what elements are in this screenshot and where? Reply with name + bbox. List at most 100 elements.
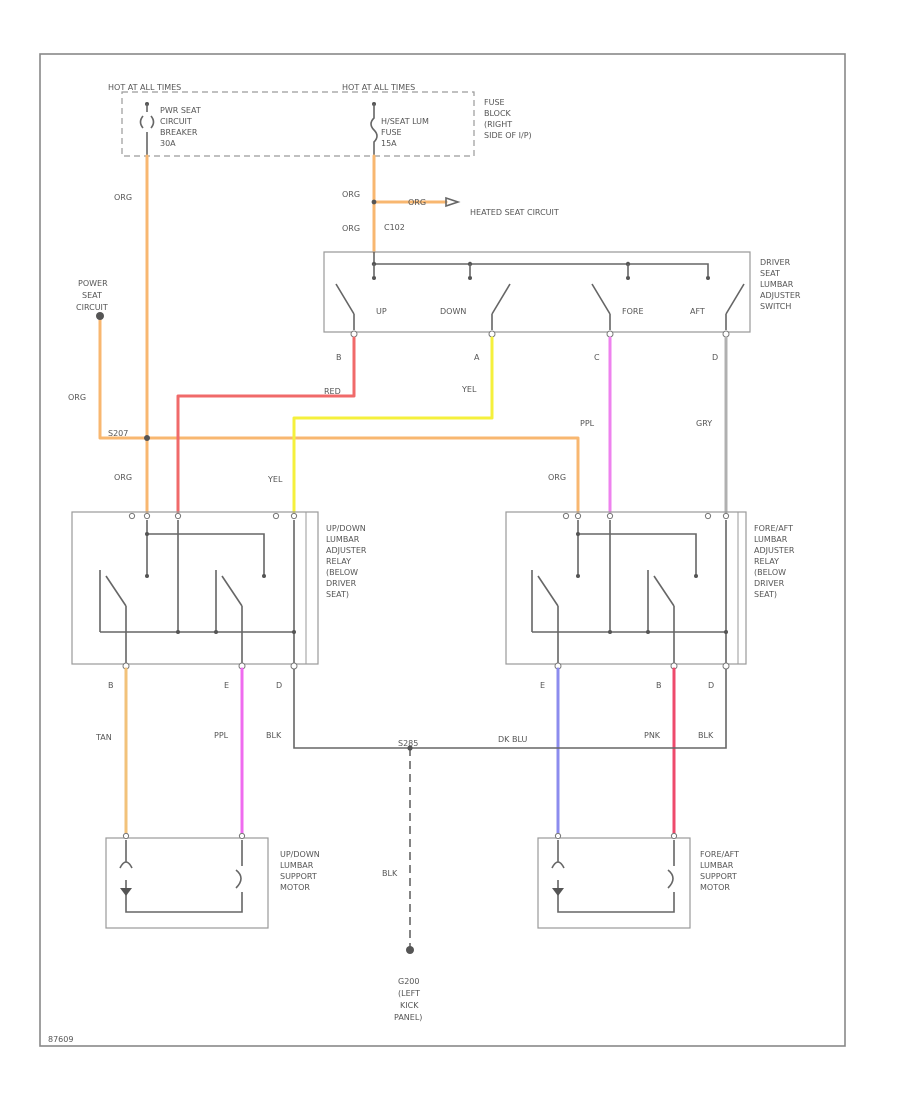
- motor-foreaft-label-1: FORE/AFT: [700, 850, 739, 859]
- relay-updown-outline: [71, 511, 319, 665]
- motor-updown-label-2: LUMBAR: [280, 861, 314, 870]
- wire-yel: [292, 336, 494, 514]
- switch-bus: [373, 252, 709, 276]
- power-seat-label-2: SEAT: [82, 291, 102, 300]
- relay-foreaft-label-7: SEAT): [754, 590, 777, 599]
- breaker-symbol: [139, 104, 155, 155]
- switch-up-label: UP: [376, 307, 387, 316]
- switch-aft-blade: [725, 283, 745, 330]
- wire-blk-ground-bus: [293, 669, 727, 749]
- switch-pin-b: [350, 330, 358, 338]
- wire-label-blk-3: BLK: [382, 869, 398, 878]
- breaker-name-3: BREAKER: [160, 128, 198, 137]
- relay-foreaft-label-5: (BELOW: [754, 568, 786, 577]
- relay-updown-pin-e-label: E: [224, 681, 229, 690]
- splice-s207-label: S207: [108, 429, 128, 438]
- switch-name-2: SEAT: [760, 269, 780, 278]
- lumbar-switch-outline: [323, 251, 751, 333]
- fuse-right-header: HOT AT ALL TIMES: [342, 83, 415, 92]
- relay-updown-label-4: RELAY: [326, 557, 351, 566]
- wire-label-dk-blu: DK BLU: [498, 735, 527, 744]
- relay-updown-top-pin-1: [128, 512, 136, 520]
- switch-up-contact: [372, 276, 376, 280]
- relay-updown-blades: [105, 575, 243, 664]
- wire-org-power-seat-circuit: [98, 316, 149, 440]
- ground-g200-terminal: [406, 946, 414, 954]
- motor-foreaft-pin-2: [670, 832, 678, 840]
- motor-updown-pin-2: [238, 832, 246, 840]
- motor-updown-label-4: MOTOR: [280, 883, 310, 892]
- motor-foreaft-label-4: MOTOR: [700, 883, 730, 892]
- wire-label-blk-2: BLK: [698, 731, 714, 740]
- relay-foreaft-label-6: DRIVER: [754, 579, 785, 588]
- motor-updown-internal: [119, 840, 243, 913]
- fuse-name-1: H/SEAT LUM: [381, 117, 429, 126]
- relay-updown-label-1: UP/DOWN: [326, 524, 366, 533]
- wire-label-ppl: PPL: [580, 419, 595, 428]
- switch-name-5: SWITCH: [760, 302, 791, 311]
- switch-pin-d-label: D: [712, 353, 718, 362]
- relay-updown-contact-2: [262, 574, 266, 578]
- motor-foreaft-outline: [537, 837, 691, 929]
- switch-pin-b-label: B: [336, 353, 342, 362]
- wire-label-red: RED: [324, 387, 341, 396]
- breaker-name-1: PWR SEAT: [160, 106, 201, 115]
- wire-label-yel: YEL: [461, 385, 477, 394]
- relay-updown-node-2: [176, 630, 180, 634]
- relay-updown-pin-d: [290, 662, 298, 670]
- relay-foreaft-label-3: ADJUSTER: [754, 546, 795, 555]
- wire-label-org-5: ORG: [68, 393, 86, 402]
- relay-updown-pin-b-label: B: [108, 681, 114, 690]
- power-seat-label-1: POWER: [78, 279, 108, 288]
- splice-s207-node: [144, 435, 150, 441]
- relay-foreaft-node-3: [646, 630, 650, 634]
- switch-pin-c-label: C: [594, 353, 600, 362]
- relay-foreaft-top-pin-1: [562, 512, 570, 520]
- relay-foreaft-label-4: RELAY: [754, 557, 779, 566]
- relay-foreaft-node-4: [724, 630, 728, 634]
- relay-foreaft-internal: [531, 520, 727, 664]
- breaker-rating: 30A: [160, 139, 176, 148]
- relay-updown-node-4: [292, 630, 296, 634]
- relay-updown-top-pin-2: [143, 512, 151, 520]
- relay-updown-label-6: DRIVER: [326, 579, 357, 588]
- fuse-block-label-2: BLOCK: [484, 109, 512, 118]
- motor-foreaft-thermal-icon: [552, 888, 564, 896]
- motor-updown-thermal-icon: [120, 888, 132, 896]
- switch-bus-drops: [373, 264, 629, 276]
- ground-label-1: G200: [398, 977, 419, 986]
- diagram-frame: [39, 53, 846, 1047]
- power-seat-label-3: CIRCUIT: [76, 303, 108, 312]
- switch-aft-label: AFT: [690, 307, 705, 316]
- fuse-block-label-4: SIDE OF I/P): [484, 131, 532, 140]
- switch-fore-contact: [626, 276, 630, 280]
- motor-foreaft-label-3: SUPPORT: [700, 872, 737, 881]
- wire-label-org-1: ORG: [114, 193, 132, 202]
- switch-down-contact: [468, 276, 472, 280]
- relay-updown-top-pin-4: [272, 512, 280, 520]
- wire-label-org-6: ORG: [114, 473, 132, 482]
- relay-foreaft-pin-d: [722, 662, 730, 670]
- wire-label-yel-2: YEL: [267, 475, 283, 484]
- motor-updown-label-1: UP/DOWN: [280, 850, 320, 859]
- wire-label-blk-1: BLK: [266, 731, 282, 740]
- switch-down-label: DOWN: [440, 307, 466, 316]
- heated-seat-circuit-label: HEATED SEAT CIRCUIT: [470, 208, 559, 217]
- switch-aft-contact: [706, 276, 710, 280]
- motor-updown-pin-1: [122, 832, 130, 840]
- switch-pin-d: [722, 330, 730, 338]
- figure-id: 87609: [48, 1035, 73, 1044]
- relay-updown-label-7: SEAT): [326, 590, 349, 599]
- relay-updown-contact-1: [145, 574, 149, 578]
- fuse-rating: 15A: [381, 139, 397, 148]
- switch-fore-label: FORE: [622, 307, 644, 316]
- motor-foreaft-label-2: LUMBAR: [700, 861, 734, 870]
- fuse-block-label-3: (RIGHT: [484, 120, 512, 129]
- heated-seat-arrow-icon: [445, 196, 461, 208]
- fuse-block-label-1: FUSE: [484, 98, 505, 107]
- relay-foreaft-pin-e-label: E: [540, 681, 545, 690]
- relay-updown-node-3: [214, 630, 218, 634]
- relay-updown-top-pin-5: [290, 512, 298, 520]
- relay-foreaft-blades: [537, 575, 675, 664]
- fuse-name-2: FUSE: [381, 128, 402, 137]
